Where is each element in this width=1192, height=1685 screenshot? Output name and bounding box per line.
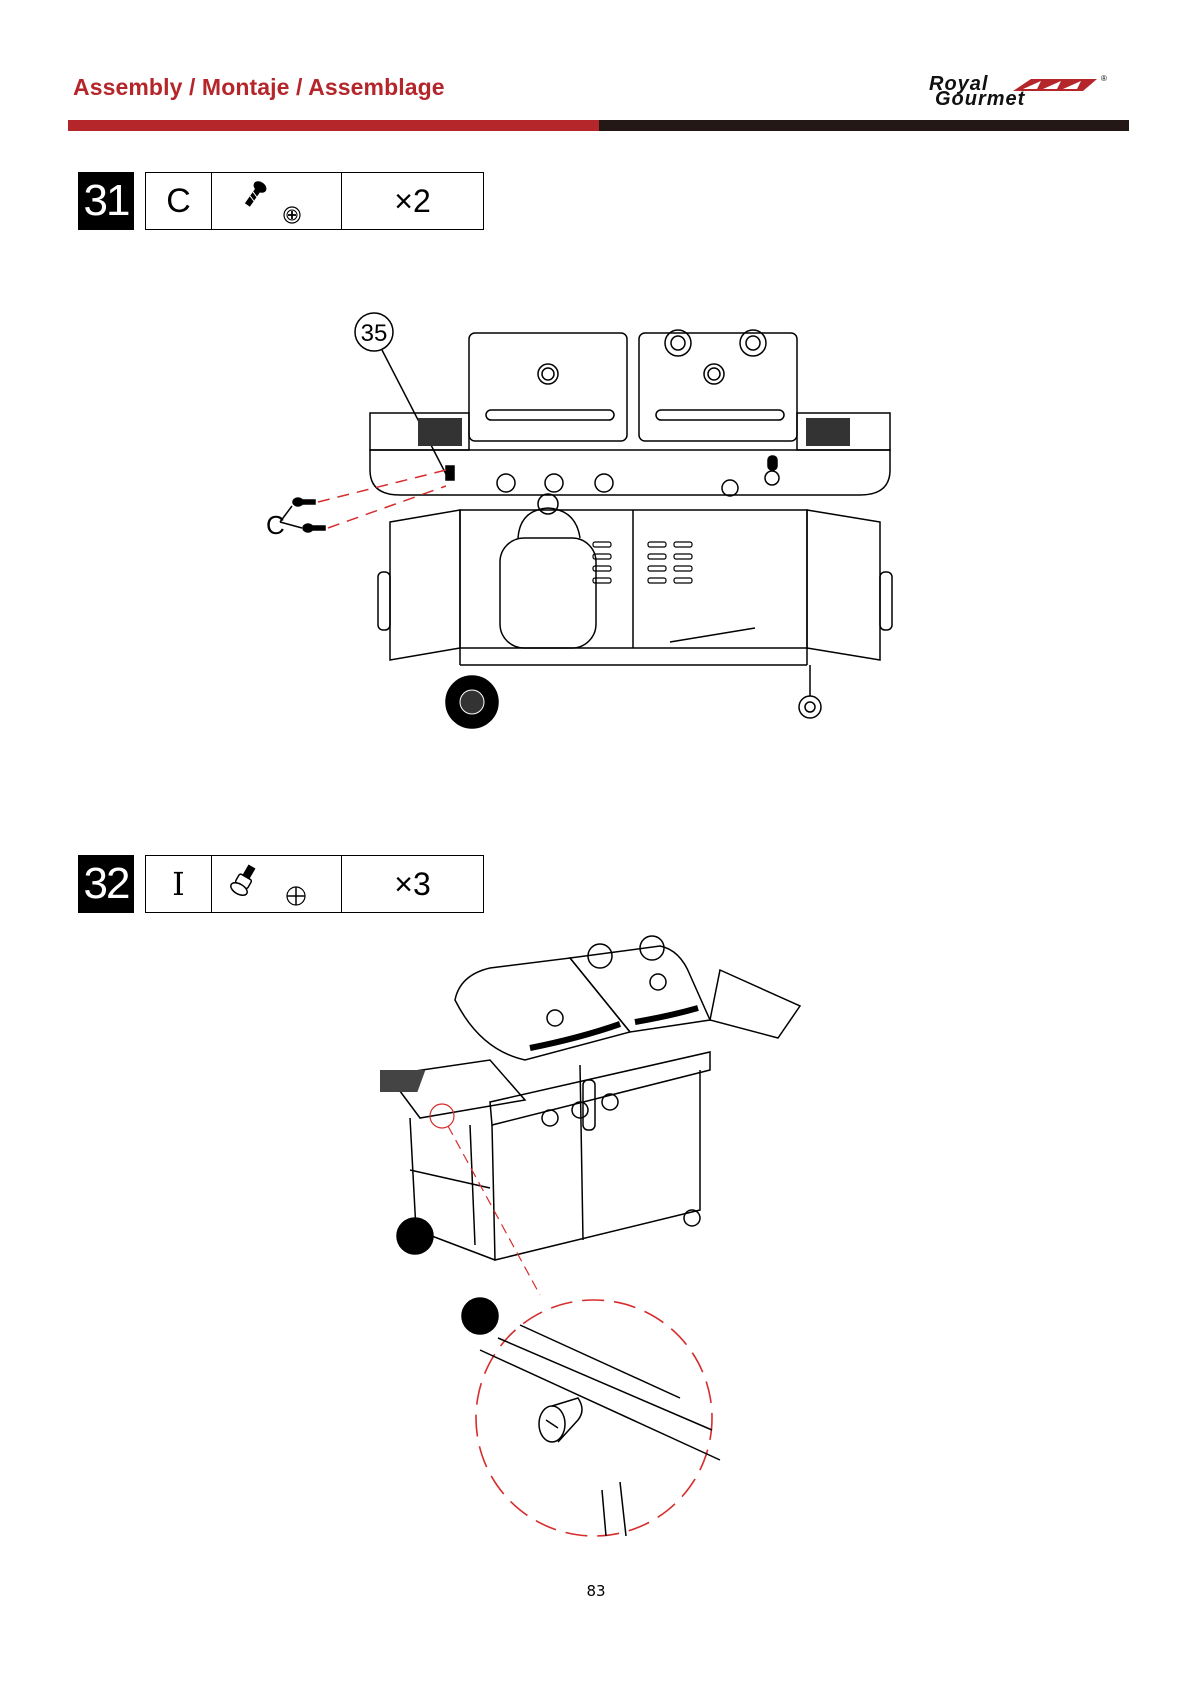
header-rule-dark xyxy=(599,120,1129,131)
callout-part-letter: C xyxy=(266,510,285,540)
callout-part-number: 35 xyxy=(361,320,388,347)
flame-icon xyxy=(1013,77,1097,93)
phillips-screw-icon xyxy=(212,173,342,229)
shoulder-bolt-icon xyxy=(212,856,342,912)
part-quantity: ×2 xyxy=(342,173,483,229)
header-rule-red xyxy=(68,120,599,131)
page-number: 83 xyxy=(0,1582,1192,1600)
logo-text-gourmet: Gourmet xyxy=(935,89,1025,109)
parts-box: I ×3 xyxy=(145,855,484,913)
step-number: 31 xyxy=(78,172,134,230)
parts-box: C ×2 xyxy=(145,172,484,230)
page-title: Assembly / Montaje / Assemblage xyxy=(73,74,445,101)
part-letter: C xyxy=(146,173,212,229)
part-quantity: ×3 xyxy=(342,856,483,912)
step-32-grill-perspective-drawing xyxy=(380,920,820,1550)
part-letter: I xyxy=(146,856,212,912)
step-31-grill-front-drawing: 35 C xyxy=(250,310,900,730)
registered-mark: ® xyxy=(1101,74,1107,83)
step-number: 32 xyxy=(78,855,134,913)
brand-logo: Royal Gourmet ® xyxy=(925,72,1115,112)
